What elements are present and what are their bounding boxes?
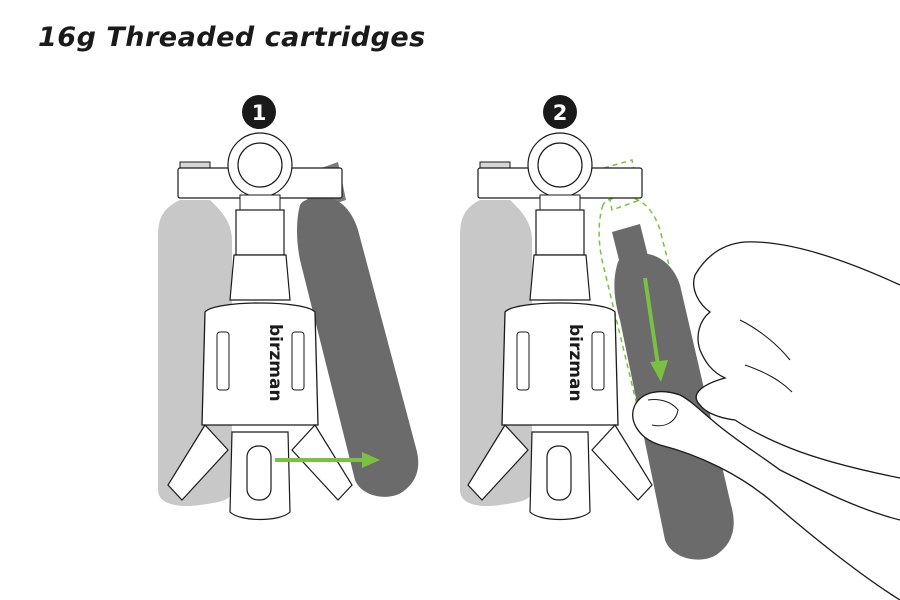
inflator-neck-1 (229, 209, 291, 301)
step-1-badge: 1 (242, 95, 276, 129)
page-title: 16g Threaded cartridges (38, 22, 426, 53)
step-1-illustration: 1 birzman (158, 95, 419, 521)
brand-label-1: birzman (265, 324, 285, 402)
step-1-number: 1 (252, 101, 267, 125)
inflator-body-1: birzman (201, 302, 319, 426)
inflator-base-2 (467, 424, 653, 521)
brand-label-2: birzman (565, 324, 585, 402)
hand-illustration (632, 241, 900, 600)
inflator-neck-2 (529, 209, 591, 301)
step-2-illustration: 2 birzman (460, 95, 900, 600)
mount-bracket-1 (177, 132, 343, 216)
green-arrow-down-icon (643, 277, 668, 382)
inflator-body-2: birzman (501, 302, 619, 426)
step-2-number: 2 (553, 101, 568, 125)
green-arrow-icon (275, 452, 380, 468)
inflator-base-1 (167, 424, 353, 521)
step-2-badge: 2 (543, 95, 577, 129)
